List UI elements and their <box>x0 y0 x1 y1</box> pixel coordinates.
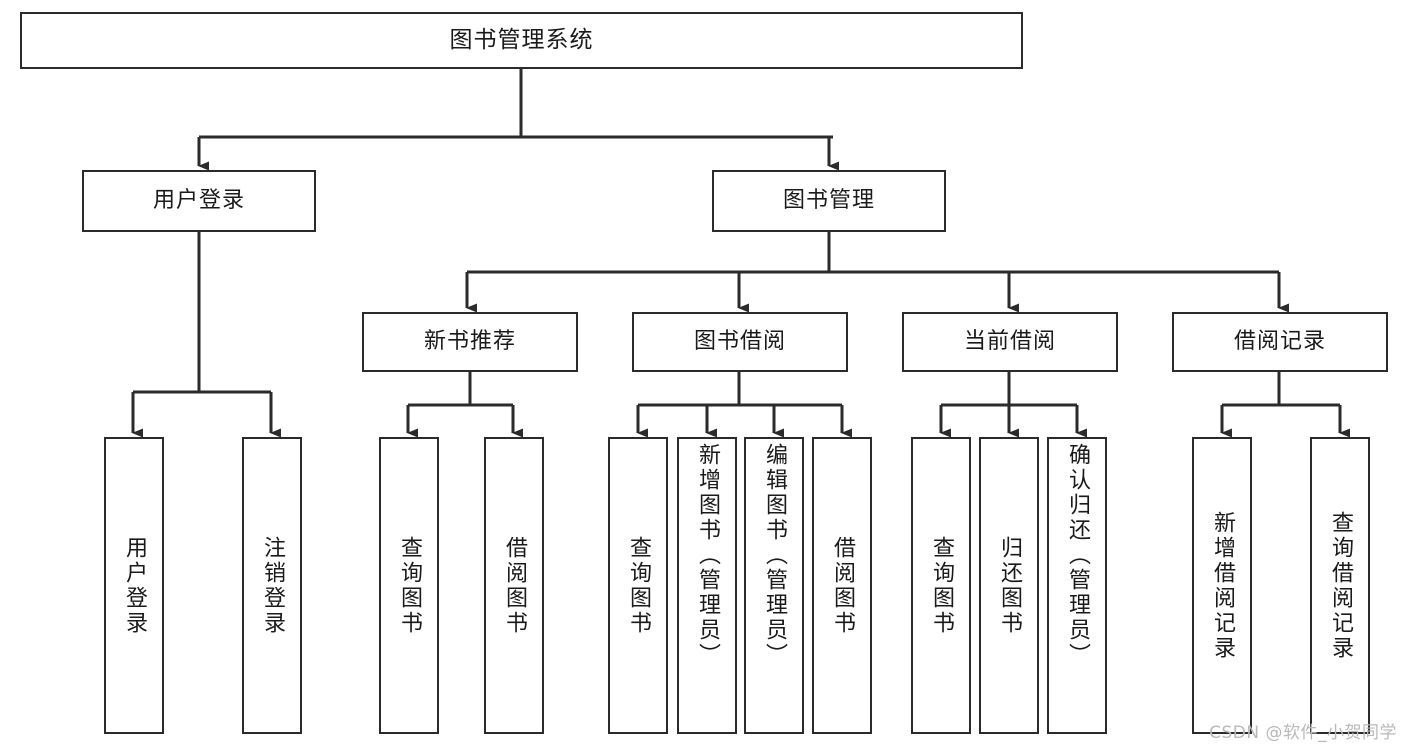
leaf-rec-query-record[interactable]: 查询借阅记录 <box>1310 437 1370 734</box>
node-book-borrow[interactable]: 图书借阅 <box>632 312 848 372</box>
leaf-cur-query-book[interactable]: 查询图书 <box>911 437 971 734</box>
leaf-brw-query-book[interactable]: 查询图书 <box>608 437 668 734</box>
leaf-label: 归还图书 <box>996 535 1022 636</box>
leaf-label: 借阅图书 <box>501 535 527 636</box>
leaf-label: 查询图书 <box>625 535 651 636</box>
leaf-rec-query-book[interactable]: 查询图书 <box>379 437 439 734</box>
leaf-rec-add-record[interactable]: 新增借阅记录 <box>1192 437 1252 734</box>
leaf-label: 确认归还（管理员） <box>1064 443 1090 668</box>
leaf-cur-confirm-return[interactable]: 确认归还（管理员） <box>1047 437 1107 734</box>
leaf-label: 查询借阅记录 <box>1327 510 1353 661</box>
leaf-user-login[interactable]: 用户登录 <box>104 437 164 734</box>
leaf-brw-borrow-book[interactable]: 借阅图书 <box>812 437 872 734</box>
leaf-label: 用户登录 <box>121 535 147 636</box>
node-root[interactable]: 图书管理系统 <box>20 12 1023 69</box>
leaf-label: 注销登录 <box>259 535 285 636</box>
node-borrow-record[interactable]: 借阅记录 <box>1172 312 1388 372</box>
leaf-brw-edit-book[interactable]: 编辑图书（管理员） <box>744 437 804 734</box>
node-book-manage[interactable]: 图书管理 <box>712 170 946 232</box>
leaf-label: 新增借阅记录 <box>1209 510 1235 661</box>
node-current-borrow[interactable]: 当前借阅 <box>902 312 1118 372</box>
leaf-cur-return-book[interactable]: 归还图书 <box>979 437 1039 734</box>
leaf-label: 编辑图书（管理员） <box>761 443 787 668</box>
leaf-label: 查询图书 <box>396 535 422 636</box>
node-user-login[interactable]: 用户登录 <box>82 170 316 232</box>
leaf-label: 新增图书（管理员） <box>694 443 720 668</box>
leaf-brw-add-book[interactable]: 新增图书（管理员） <box>677 437 737 734</box>
watermark: CSDN @软件_小贺同学 <box>1209 723 1397 743</box>
leaf-user-logout[interactable]: 注销登录 <box>242 437 302 734</box>
leaf-label: 借阅图书 <box>829 535 855 636</box>
leaf-label: 查询图书 <box>928 535 954 636</box>
leaf-rec-borrow-book[interactable]: 借阅图书 <box>484 437 544 734</box>
node-new-book-recommend[interactable]: 新书推荐 <box>362 312 578 372</box>
